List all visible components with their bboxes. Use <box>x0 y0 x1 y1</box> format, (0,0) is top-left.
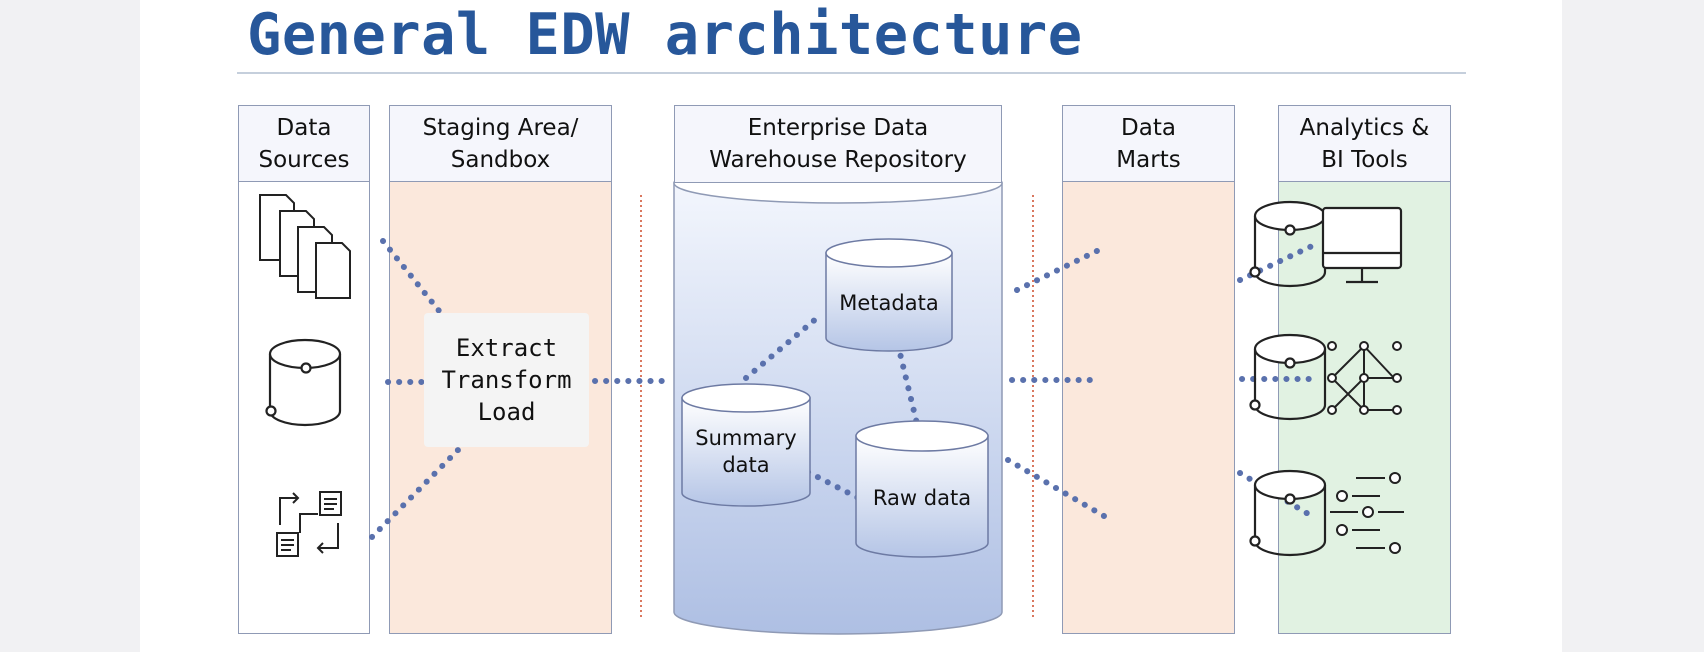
title-divider <box>237 72 1466 74</box>
data-flow-icon <box>276 491 342 557</box>
summary-data-label: Summary data <box>695 426 797 477</box>
connector-summary-metadata <box>743 315 820 381</box>
metadata-label: Metadata <box>839 291 939 315</box>
documents-icon <box>259 194 351 299</box>
page-title: General EDW architecture <box>247 2 1083 68</box>
monitor-icon <box>1321 206 1403 284</box>
column-data-marts: Data Marts <box>1062 105 1235 634</box>
data-mart-icon <box>1249 333 1327 421</box>
connector-warehouse-mart1 <box>1014 245 1106 293</box>
raw-data-label: Raw data <box>872 486 972 510</box>
etl-label: Extract Transform Load <box>441 334 572 426</box>
column-header: Data Sources <box>239 106 369 182</box>
column-body <box>1063 182 1234 633</box>
header-label: Data Sources <box>258 114 350 173</box>
diagram-graphics <box>259 162 1404 635</box>
column-header: Data Marts <box>1063 106 1234 182</box>
etl-process-box: Extract Transform Load <box>424 313 589 447</box>
slide: General EDW architecture Data Sources St… <box>140 0 1562 652</box>
metadata-cylinder <box>825 238 953 352</box>
connector-mart3-sliders <box>1237 470 1313 518</box>
header-label: Staging Area/ Sandbox <box>422 114 579 173</box>
data-mart-icon <box>1249 469 1327 557</box>
header-label: Enterprise Data Warehouse Repository <box>709 115 967 173</box>
column-header: Staging Area/ Sandbox <box>390 106 611 182</box>
connector-flow-etl <box>369 447 461 540</box>
connector-docs-etl <box>380 238 443 315</box>
summary-cylinder <box>681 383 811 507</box>
database-icon <box>265 338 342 427</box>
network-graph-icon <box>1327 341 1402 415</box>
column-header: Enterprise Data Warehouse Repository <box>674 105 1002 183</box>
sliders-icon <box>1330 472 1404 554</box>
header-label: Analytics & BI Tools <box>1299 114 1430 173</box>
column-header: Analytics & BI Tools <box>1279 106 1450 182</box>
connector-metadata-raw <box>895 342 921 431</box>
header-label: Data Marts <box>1116 114 1181 173</box>
data-mart-icon <box>1249 200 1327 288</box>
connector-warehouse-mart3 <box>1005 457 1107 519</box>
raw-data-cylinder <box>855 420 989 558</box>
